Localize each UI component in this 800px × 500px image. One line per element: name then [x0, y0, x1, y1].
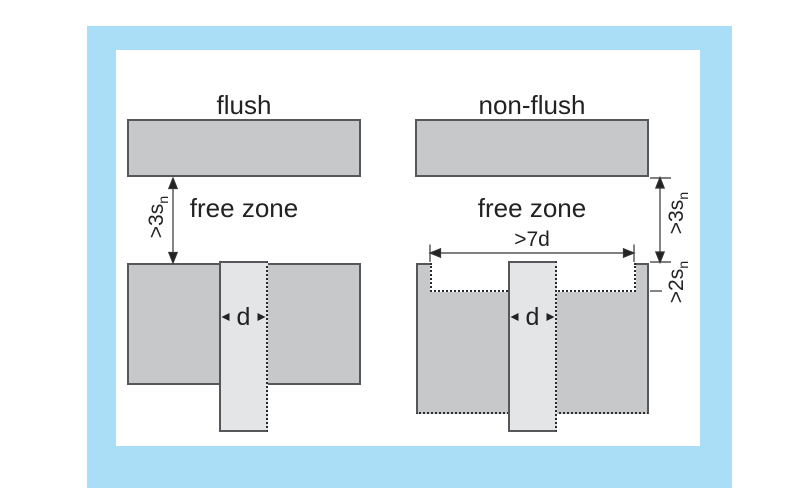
flush-distance-subscript: n	[156, 195, 173, 204]
flush-diameter-text: d	[236, 303, 251, 331]
nonflush-target-plate	[415, 119, 649, 177]
flush-sensor-body	[219, 261, 268, 432]
flush-free-zone-text: free zone	[189, 193, 299, 223]
flush-title: flush	[127, 92, 361, 118]
nonflush-clearance-width-label: >7d	[415, 229, 649, 251]
nonflush-diameter-text: d	[525, 303, 540, 331]
nonflush-recess-depth-label: >2sn	[665, 222, 693, 342]
flush-free-zone-label: free zone	[127, 195, 361, 221]
flush-distance-text: >3s	[145, 203, 168, 239]
nonflush-diameter-label: d	[508, 304, 557, 330]
flush-target-plate	[127, 119, 361, 177]
flush-diameter-label: d	[219, 304, 268, 330]
flush-title-text: flush	[216, 90, 272, 120]
nonflush-recess-depth-subscript: n	[676, 260, 693, 269]
flush-distance-label: >3sn	[145, 157, 173, 277]
nonflush-title: non-flush	[415, 92, 649, 118]
nonflush-distance-subscript: n	[676, 191, 693, 200]
nonflush-recess-depth-text: >2s	[665, 268, 688, 304]
nonflush-free-zone-label: free zone	[415, 195, 649, 221]
nonflush-sensor-body	[508, 261, 557, 432]
nonflush-free-zone-text: free zone	[477, 193, 587, 223]
nonflush-title-text: non-flush	[478, 90, 586, 120]
nonflush-clearance-width-text: >7d	[514, 228, 550, 251]
